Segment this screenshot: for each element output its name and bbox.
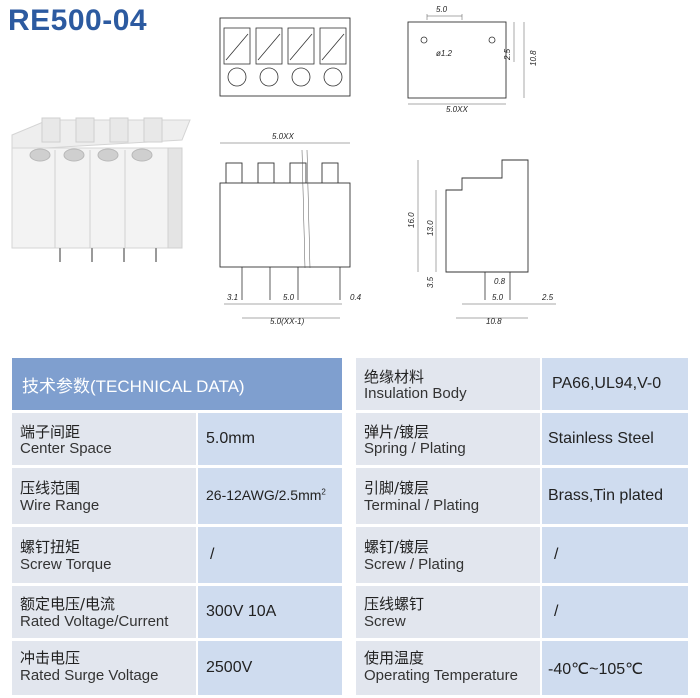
right-row-1-en: Insulation Body	[364, 385, 467, 402]
left-row-4-en: Rated Voltage/Current	[20, 613, 169, 630]
dim-height-16: 16.0	[407, 212, 416, 228]
right-row-2-en: Spring / Plating	[364, 440, 466, 457]
left-row-2-label: 压线范围 Wire Range	[12, 468, 196, 524]
dim-front-50: 5.0	[283, 293, 295, 302]
dim-pin-35: 3.5	[426, 276, 435, 288]
right-row-1-cn: 绝缘材料	[364, 368, 425, 386]
table-header-text: 技术参数(TECHNICAL DATA)	[22, 377, 245, 396]
left-row-3-label: 螺钉扭矩 Screw Torque	[12, 527, 196, 583]
dim-front-total: 5.0(XX-1)	[270, 317, 305, 326]
right-row-4-value: /	[542, 527, 688, 583]
dim-hole: ø1.2	[436, 49, 453, 58]
right-row-5-cn: 压线螺钉	[364, 595, 425, 613]
dim-front-width: 5.0XX	[272, 132, 294, 141]
end-view-drawing: 5.0 ø1.2 2.5 10.8 5.0XX	[407, 5, 538, 114]
dim-width-xx: 5.0XX	[446, 105, 468, 114]
technical-drawings: 5.0 ø1.2 2.5 10.8 5.0XX 5.0XX 3.1 5.0 0.…	[11, 5, 556, 326]
front-view-drawing: 5.0XX 3.1 5.0 0.4 5.0(XX-1)	[219, 132, 362, 326]
right-row-1-value: PA66,UL94,V-0	[542, 358, 688, 410]
dim-front-04: 0.4	[350, 293, 362, 302]
left-row-5-label: 冲击电压 Rated Surge Voltage	[12, 641, 196, 695]
dim-side-108: 10.8	[486, 317, 502, 326]
right-row-2-value-text: Stainless Steel	[548, 430, 654, 447]
right-row-3-value-text: Brass,Tin plated	[548, 487, 664, 504]
right-row-2-cn: 弹片/镀层	[364, 423, 430, 441]
left-row-2-en: Wire Range	[20, 497, 100, 514]
table-header: 技术参数(TECHNICAL DATA)	[12, 358, 342, 410]
right-row-1-value-text: PA66,UL94,V-0	[552, 375, 662, 392]
left-row-5-value: 2500V	[198, 641, 342, 695]
left-row-3-value-text: /	[210, 546, 215, 563]
right-row-2-label: 弹片/镀层 Spring / Plating	[356, 413, 540, 465]
right-row-1-label: 绝缘材料 Insulation Body	[356, 358, 540, 410]
right-row-5-value: /	[542, 586, 688, 638]
dim-pitch-side: 5.0	[492, 293, 504, 302]
left-row-5-cn: 冲击电压	[20, 649, 81, 667]
right-row-3-cn: 引脚/镀层	[364, 479, 430, 497]
right-row-4-cn: 螺钉/镀层	[364, 538, 430, 556]
right-row-5-en: Screw	[364, 613, 406, 630]
right-row-6-en: Operating Temperature	[364, 667, 518, 684]
dim-pin-08: 0.8	[494, 277, 506, 286]
wire-range-superscript: 2	[321, 487, 326, 497]
right-row-3-label: 引脚/镀层 Terminal / Plating	[356, 468, 540, 524]
product-photo	[11, 117, 191, 262]
dim-depth: 10.8	[529, 50, 538, 66]
right-row-6-cn: 使用温度	[364, 649, 425, 667]
left-row-3-en: Screw Torque	[20, 556, 112, 573]
left-row-2-cn: 压线范围	[20, 479, 81, 497]
left-row-4-value-text: 300V 10A	[206, 603, 277, 620]
right-row-4-en: Screw / Plating	[364, 556, 465, 573]
right-row-5-label: 压线螺钉 Screw	[356, 586, 540, 638]
wire-range-value: 26-12AWG/2.5mm	[206, 487, 322, 503]
right-row-6-label: 使用温度 Operating Temperature	[356, 641, 540, 695]
dim-offset: 2.5	[503, 48, 512, 61]
side-view-drawing: 16.0 13.0 3.5 0.8 5.0 2.5 10.8	[407, 159, 556, 326]
left-row-1-label: 端子间距 Center Space	[12, 413, 196, 465]
right-row-6-value: -40℃~105℃	[542, 641, 688, 695]
dim-height-13: 13.0	[426, 220, 435, 236]
left-row-5-value-text: 2500V	[206, 659, 253, 676]
left-row-4-value: 300V 10A	[198, 586, 342, 638]
left-row-4-cn: 额定电压/电流	[20, 595, 116, 613]
left-row-1-en: Center Space	[20, 440, 112, 457]
right-row-4-label: 螺钉/镀层 Screw / Plating	[356, 527, 540, 583]
left-row-1-value: 5.0mm	[198, 413, 342, 465]
right-row-6-value-text: -40℃~105℃	[548, 661, 644, 678]
left-row-1-value-text: 5.0mm	[206, 430, 255, 447]
top-view-drawing	[219, 17, 351, 97]
left-row-2-value: 26-12AWG/2.5mm2	[198, 468, 342, 524]
dim-front-31: 3.1	[227, 293, 238, 302]
right-row-4-value-text: /	[554, 546, 559, 563]
left-row-3-value: /	[198, 527, 342, 583]
dim-pitch-top: 5.0	[436, 5, 448, 14]
left-row-1-cn: 端子间距	[20, 423, 81, 441]
left-row-5-en: Rated Surge Voltage	[20, 667, 159, 684]
left-row-4-label: 额定电压/电流 Rated Voltage/Current	[12, 586, 196, 638]
right-row-3-value: Brass,Tin plated	[542, 468, 688, 524]
dim-side-25: 2.5	[541, 293, 554, 302]
right-row-3-en: Terminal / Plating	[364, 497, 480, 514]
product-title: RE500-04	[8, 4, 148, 37]
right-row-2-value: Stainless Steel	[542, 413, 688, 465]
right-row-5-value-text: /	[554, 603, 559, 620]
left-row-3-cn: 螺钉扭矩	[20, 538, 81, 556]
left-row-2-value-text: 26-12AWG/2.5mm2	[206, 487, 326, 503]
